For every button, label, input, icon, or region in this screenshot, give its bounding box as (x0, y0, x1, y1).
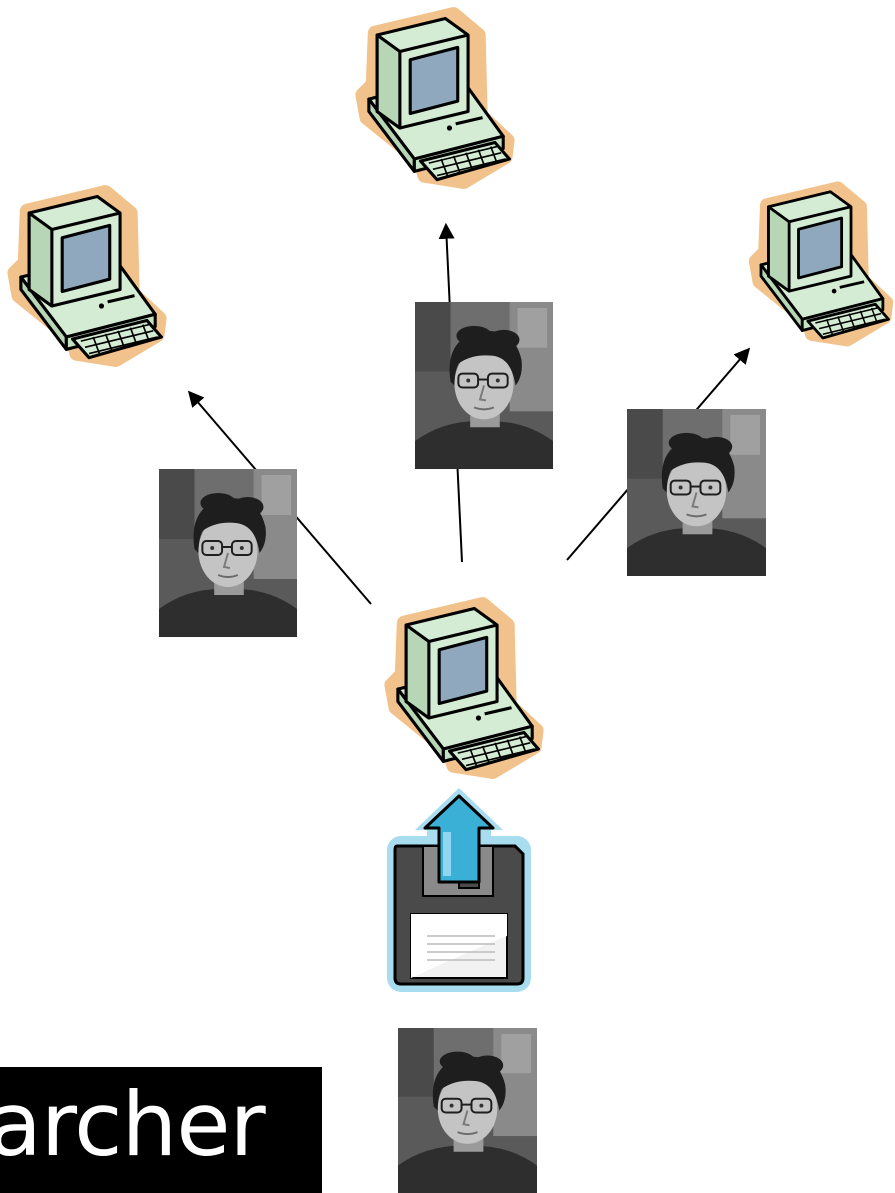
computer-left (4, 182, 170, 368)
person-photo (398, 1028, 537, 1193)
person-photo-left (159, 469, 297, 637)
person-photo (627, 409, 766, 576)
person-photo-top (415, 302, 553, 469)
person-photo-bottom (398, 1028, 537, 1193)
computer-icon (381, 594, 547, 780)
floppy-upload-icon (387, 788, 531, 992)
person-photo-right (627, 409, 766, 576)
person-photo (415, 302, 553, 469)
computer-right (746, 172, 895, 354)
computer-icon (4, 182, 170, 368)
computer-icon (746, 172, 895, 354)
floppy-upload (383, 786, 535, 996)
archer-logo: archer (0, 1067, 322, 1193)
computer-icon (352, 4, 518, 190)
person-photo (159, 469, 297, 637)
computer-center (381, 594, 547, 780)
logo-text: archer (0, 1073, 266, 1176)
computer-top (352, 4, 518, 190)
